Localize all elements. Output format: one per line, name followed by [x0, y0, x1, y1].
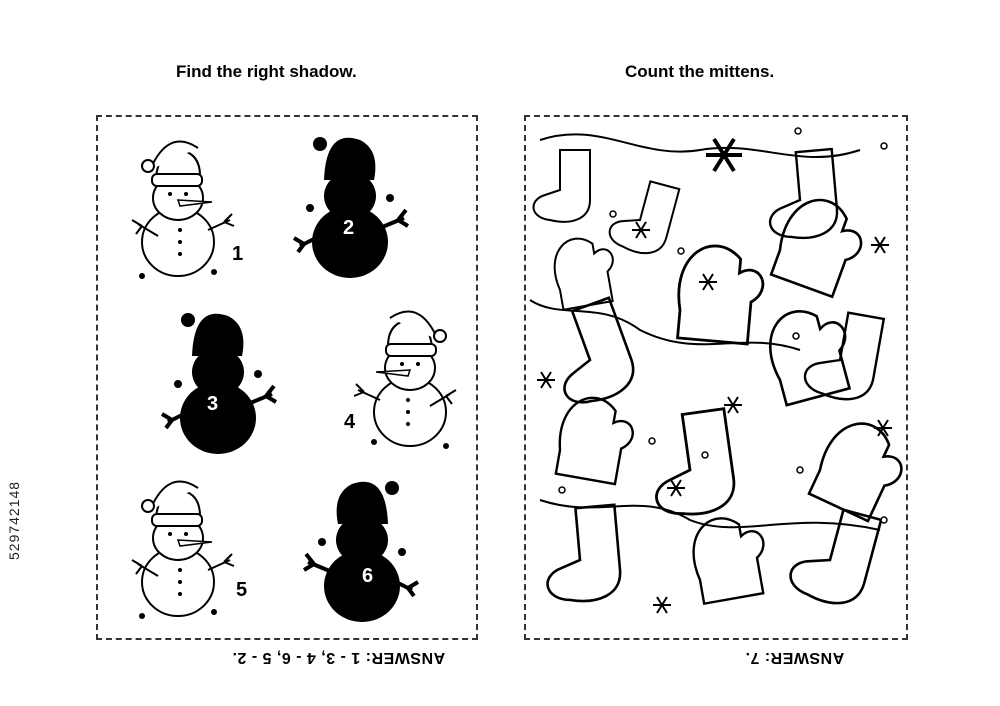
left-puzzle-answer: ANSWER: 1 - 3, 4 - 6, 5 - 2.	[232, 649, 446, 666]
mitten-puzzle-panel	[524, 115, 908, 640]
item-number-3: 3	[207, 393, 218, 415]
snowman-shadow-icon	[302, 479, 420, 624]
shadow-puzzle-panel	[96, 115, 478, 640]
item-number-2: 2	[343, 217, 354, 239]
mitten-sock-tangle	[529, 133, 916, 612]
snowflake-icon	[536, 137, 893, 614]
snowman-icon	[131, 140, 235, 280]
right-puzzle-title: Count the mittens.	[625, 62, 775, 81]
snowman-shadow-icon	[292, 135, 410, 280]
snowman-icon	[353, 310, 457, 450]
snowman-shadow-icon	[160, 311, 278, 456]
snow-dots	[558, 127, 888, 524]
item-number-4: 4	[344, 411, 356, 433]
right-puzzle-answer: ANSWER: 7.	[745, 649, 845, 666]
item-number-6: 6	[362, 565, 373, 587]
left-puzzle-title: Find the right shadow.	[176, 62, 357, 81]
snowman-icon	[131, 480, 235, 620]
item-number-1: 1	[232, 243, 243, 265]
item-number-5: 5	[236, 579, 247, 601]
stock-id: 529742148	[6, 480, 22, 560]
